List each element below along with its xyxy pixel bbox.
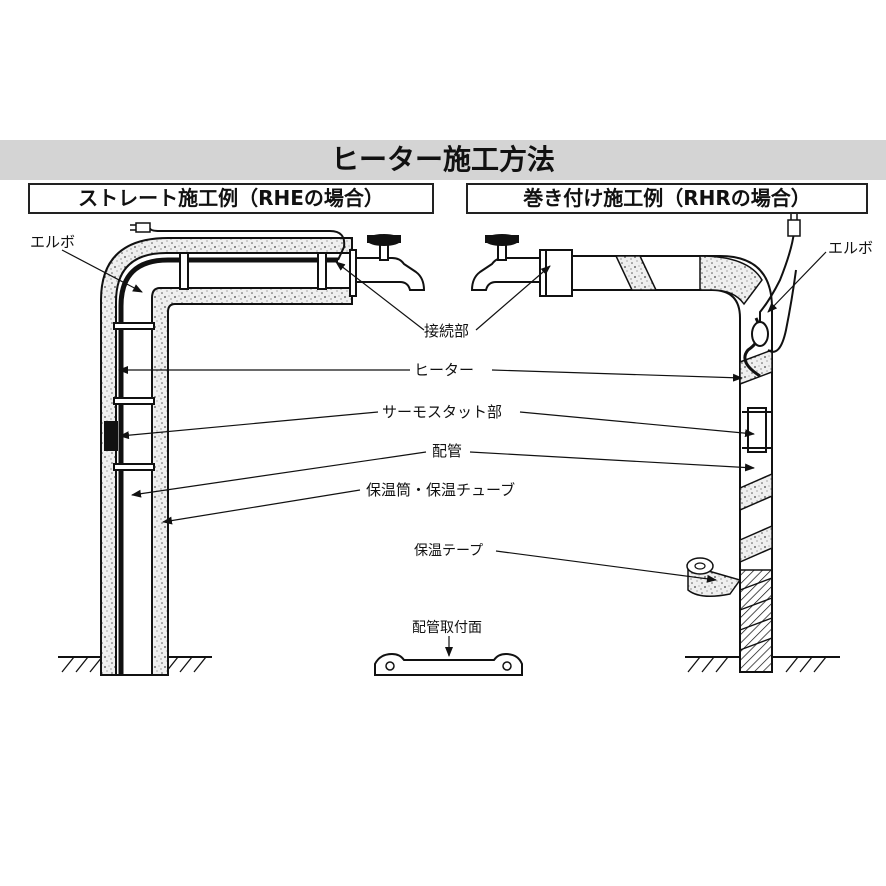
straight-example-title: ストレート施工例（RHEの場合） <box>28 183 434 214</box>
mount-hole-right <box>502 661 512 671</box>
plug-left-icon <box>130 222 151 233</box>
pipe-bands-left <box>113 252 327 471</box>
power-lead-left <box>149 227 346 261</box>
label-insulation-tape: 保温テープ <box>414 543 483 559</box>
power-lead-right <box>759 231 795 322</box>
label-elbow-right: エルボ <box>828 239 873 257</box>
faucet-left-icon <box>349 234 426 297</box>
wrap-installation <box>470 214 840 673</box>
page-title: ヒーター施工方法 <box>330 143 555 176</box>
ground-hatch-right <box>687 656 827 673</box>
label-insulation-tube: 保温筒・保温チューブ <box>366 481 515 499</box>
label-piping: 配管 <box>432 442 462 460</box>
tape-wrapped-section <box>739 569 773 673</box>
pipe-mount-fitting <box>374 636 523 676</box>
title-bar <box>0 140 886 180</box>
label-elbow-left: エルボ <box>30 233 75 251</box>
pipe-right <box>551 255 773 673</box>
tape-elbow <box>699 255 763 306</box>
label-connection: 接続部 <box>424 322 469 340</box>
heater-cable-left <box>118 257 338 675</box>
wrap-example-title: 巻き付け施工例（RHRの場合） <box>466 183 868 214</box>
tape-spiral-lines <box>739 577 773 651</box>
label-thermostat: サーモスタット部 <box>382 403 502 421</box>
plug-right-icon <box>787 214 801 237</box>
label-pipe-mount-surface: 配管取付面 <box>412 620 482 636</box>
leader-lines <box>61 249 827 583</box>
connector-right <box>751 321 769 347</box>
straight-installation <box>58 222 426 676</box>
thermostat-left <box>104 421 118 451</box>
label-heater: ヒーター <box>414 361 474 379</box>
mount-hole-left <box>385 661 395 671</box>
power-lead-right-2 <box>767 269 797 353</box>
tape-wrap-h1 <box>614 255 658 291</box>
faucet-right-icon <box>470 234 573 297</box>
